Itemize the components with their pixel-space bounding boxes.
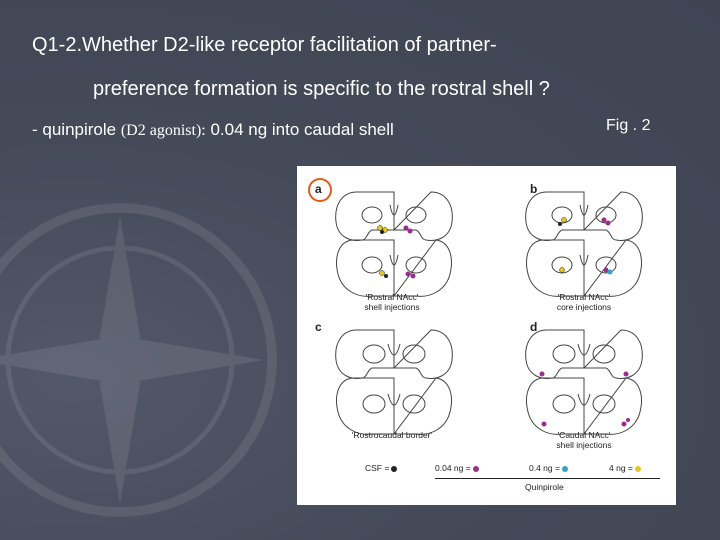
bullet-drug-class: (D2 agonist): [120,122,206,139]
caption-line: shell injections [364,302,420,312]
legend-csf-dot [391,465,398,472]
compass-watermark [0,203,277,517]
highlight-circle [308,178,332,202]
legend-dose-04-label: 0.4 ng = [529,463,560,473]
panel-letter-b: b [530,182,538,196]
injection-points-d [539,371,630,427]
bullet-quinpirole: - quinpirole (D2 agonist): 0.04 ng into … [32,120,394,140]
panel-letter-a: a [315,182,322,196]
caption-line: 'Caudal NAcc' [557,430,611,440]
legend-dose-4-label: 4 ng = [609,463,633,473]
injection-points-b [558,217,613,275]
legend-divider [435,478,660,479]
panel-b-caption: 'Rostral NAcc' core injections [514,292,654,312]
panel-letter-c: c [315,320,322,334]
panel-d: d 'Caudal NAcc' shell injections [492,316,677,456]
panel-a-caption: 'Rostral NAcc' shell injections [322,292,462,312]
legend-dose-04: 0.4 ng = [529,463,568,473]
panel-letter-d: d [530,320,538,334]
brain-section-c [335,329,453,435]
panel-d-caption: 'Caudal NAcc' shell injections [514,430,654,450]
figure-2: a 'Rost [297,166,676,505]
legend-drug: Quinpirole [525,482,564,492]
title-text-line1: Whether D2-like receptor facilitation of… [82,34,497,56]
legend-dose-004-label: 0.04 ng = [435,463,471,473]
legend-csf: CSF = [365,463,398,473]
panel-a: a 'Rost [302,170,487,312]
panel-c-caption: 'Rostrocaudal border' [322,430,462,440]
bullet-prefix: - quinpirole [32,120,117,139]
caption-line: 'Rostral NAcc' [365,292,419,302]
bullet-dose: 0.04 ng into caudal shell [205,120,394,139]
caption-line: 'Rostral NAcc' [557,292,611,302]
brain-section-a [335,191,453,297]
legend-dose-4-dot [634,465,641,472]
brain-section-b [525,191,643,297]
legend-csf-label: CSF = [365,463,390,473]
injection-points-a [377,225,416,279]
legend-dose-004: 0.04 ng = [435,463,479,473]
panel-c: c 'Rostrocaudal border' [302,316,487,456]
legend-dose-4: 4 ng = [609,463,641,473]
brain-section-d [525,329,643,435]
figure-label: Fig . 2 [606,117,651,134]
slide-title-line1: Q1-2.Whether D2-like receptor facilitati… [32,34,497,57]
panel-b: b 'Rostral NAcc' co [492,170,677,312]
legend-dose-04-dot [561,465,568,472]
legend-dose-004-dot [472,465,479,472]
caption-line: core injections [556,302,612,312]
title-prefix: Q1-2. [32,34,83,56]
caption-line: 'Rostrocaudal border' [351,430,433,440]
slide-title-line2: preference formation is specific to the … [93,78,550,100]
caption-line: shell injections [556,440,612,450]
